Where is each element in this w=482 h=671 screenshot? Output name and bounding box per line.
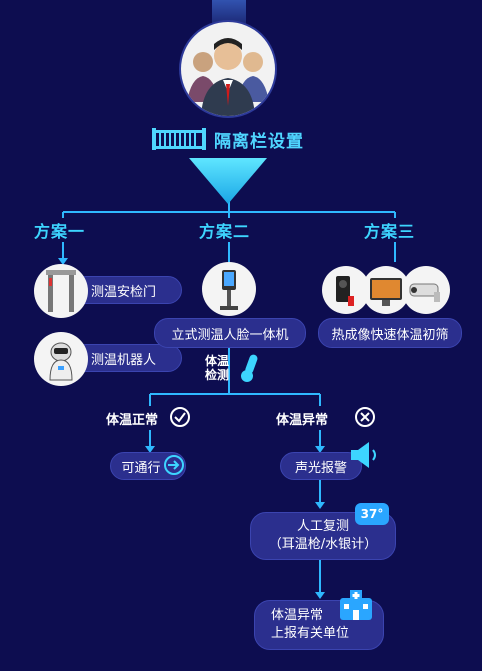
thermometer-gate-icon — [34, 264, 88, 318]
scheme-three-label: 方案三 — [358, 218, 422, 242]
check-circle-icon — [170, 407, 190, 427]
temperature-badge: 37° — [355, 503, 389, 525]
scheme-two-label: 方案二 — [193, 218, 257, 242]
speaker-icon — [351, 442, 376, 468]
fence-icon — [152, 128, 206, 150]
alarm-action: 声光报警 — [280, 452, 362, 480]
scheme1-item-robot: 测温机器人 — [72, 344, 182, 372]
scheme3-device: 热成像快速体温初筛 — [318, 318, 462, 348]
security-camera-icon — [402, 266, 450, 314]
abnormal-temp-label: 体温异常 — [276, 413, 329, 428]
pass-action: 可通行 — [110, 452, 186, 480]
recheck-line1: 人工复测 — [296, 519, 349, 534]
thermometer-icon — [241, 354, 258, 382]
scheme1-item-gate-label: 测温安检门 — [91, 284, 157, 300]
fence-setup-title: 隔离栏设置 — [152, 124, 304, 154]
normal-temp-label: 体温正常 — [106, 413, 159, 428]
scheme3-device-label: 热成像快速体温初筛 — [331, 327, 449, 343]
hospital-icon — [340, 590, 372, 620]
scheme2-device: 立式测温人脸一体机 — [154, 318, 306, 348]
arrow-right-circle-icon — [164, 455, 184, 475]
report-line1: 体温异常 — [271, 608, 324, 623]
alarm-action-label: 声光报警 — [294, 460, 347, 476]
robot-icon — [34, 332, 88, 386]
pass-action-label: 可通行 — [121, 460, 161, 476]
scheme-one-label: 方案一 — [28, 218, 92, 242]
temperature-badge-text: 37° — [360, 507, 384, 521]
face-terminal-icon — [202, 262, 256, 316]
scheme1-item-robot-label: 测温机器人 — [91, 352, 157, 368]
temperature-detect-label: 体温检测 — [205, 354, 235, 382]
report-line2: 上报有关单位 — [271, 626, 350, 641]
down-arrow-icon — [189, 158, 267, 204]
recheck-line2: （耳温枪/水银计） — [268, 537, 378, 552]
scheme1-item-gate: 测温安检门 — [72, 276, 182, 304]
people-group-icon — [181, 22, 275, 116]
temperature-detect-text: 体温检测 — [205, 354, 230, 382]
scheme2-device-label: 立式测温人脸一体机 — [171, 327, 289, 343]
fence-label: 隔离栏设置 — [214, 131, 304, 152]
cross-circle-icon — [355, 407, 375, 427]
